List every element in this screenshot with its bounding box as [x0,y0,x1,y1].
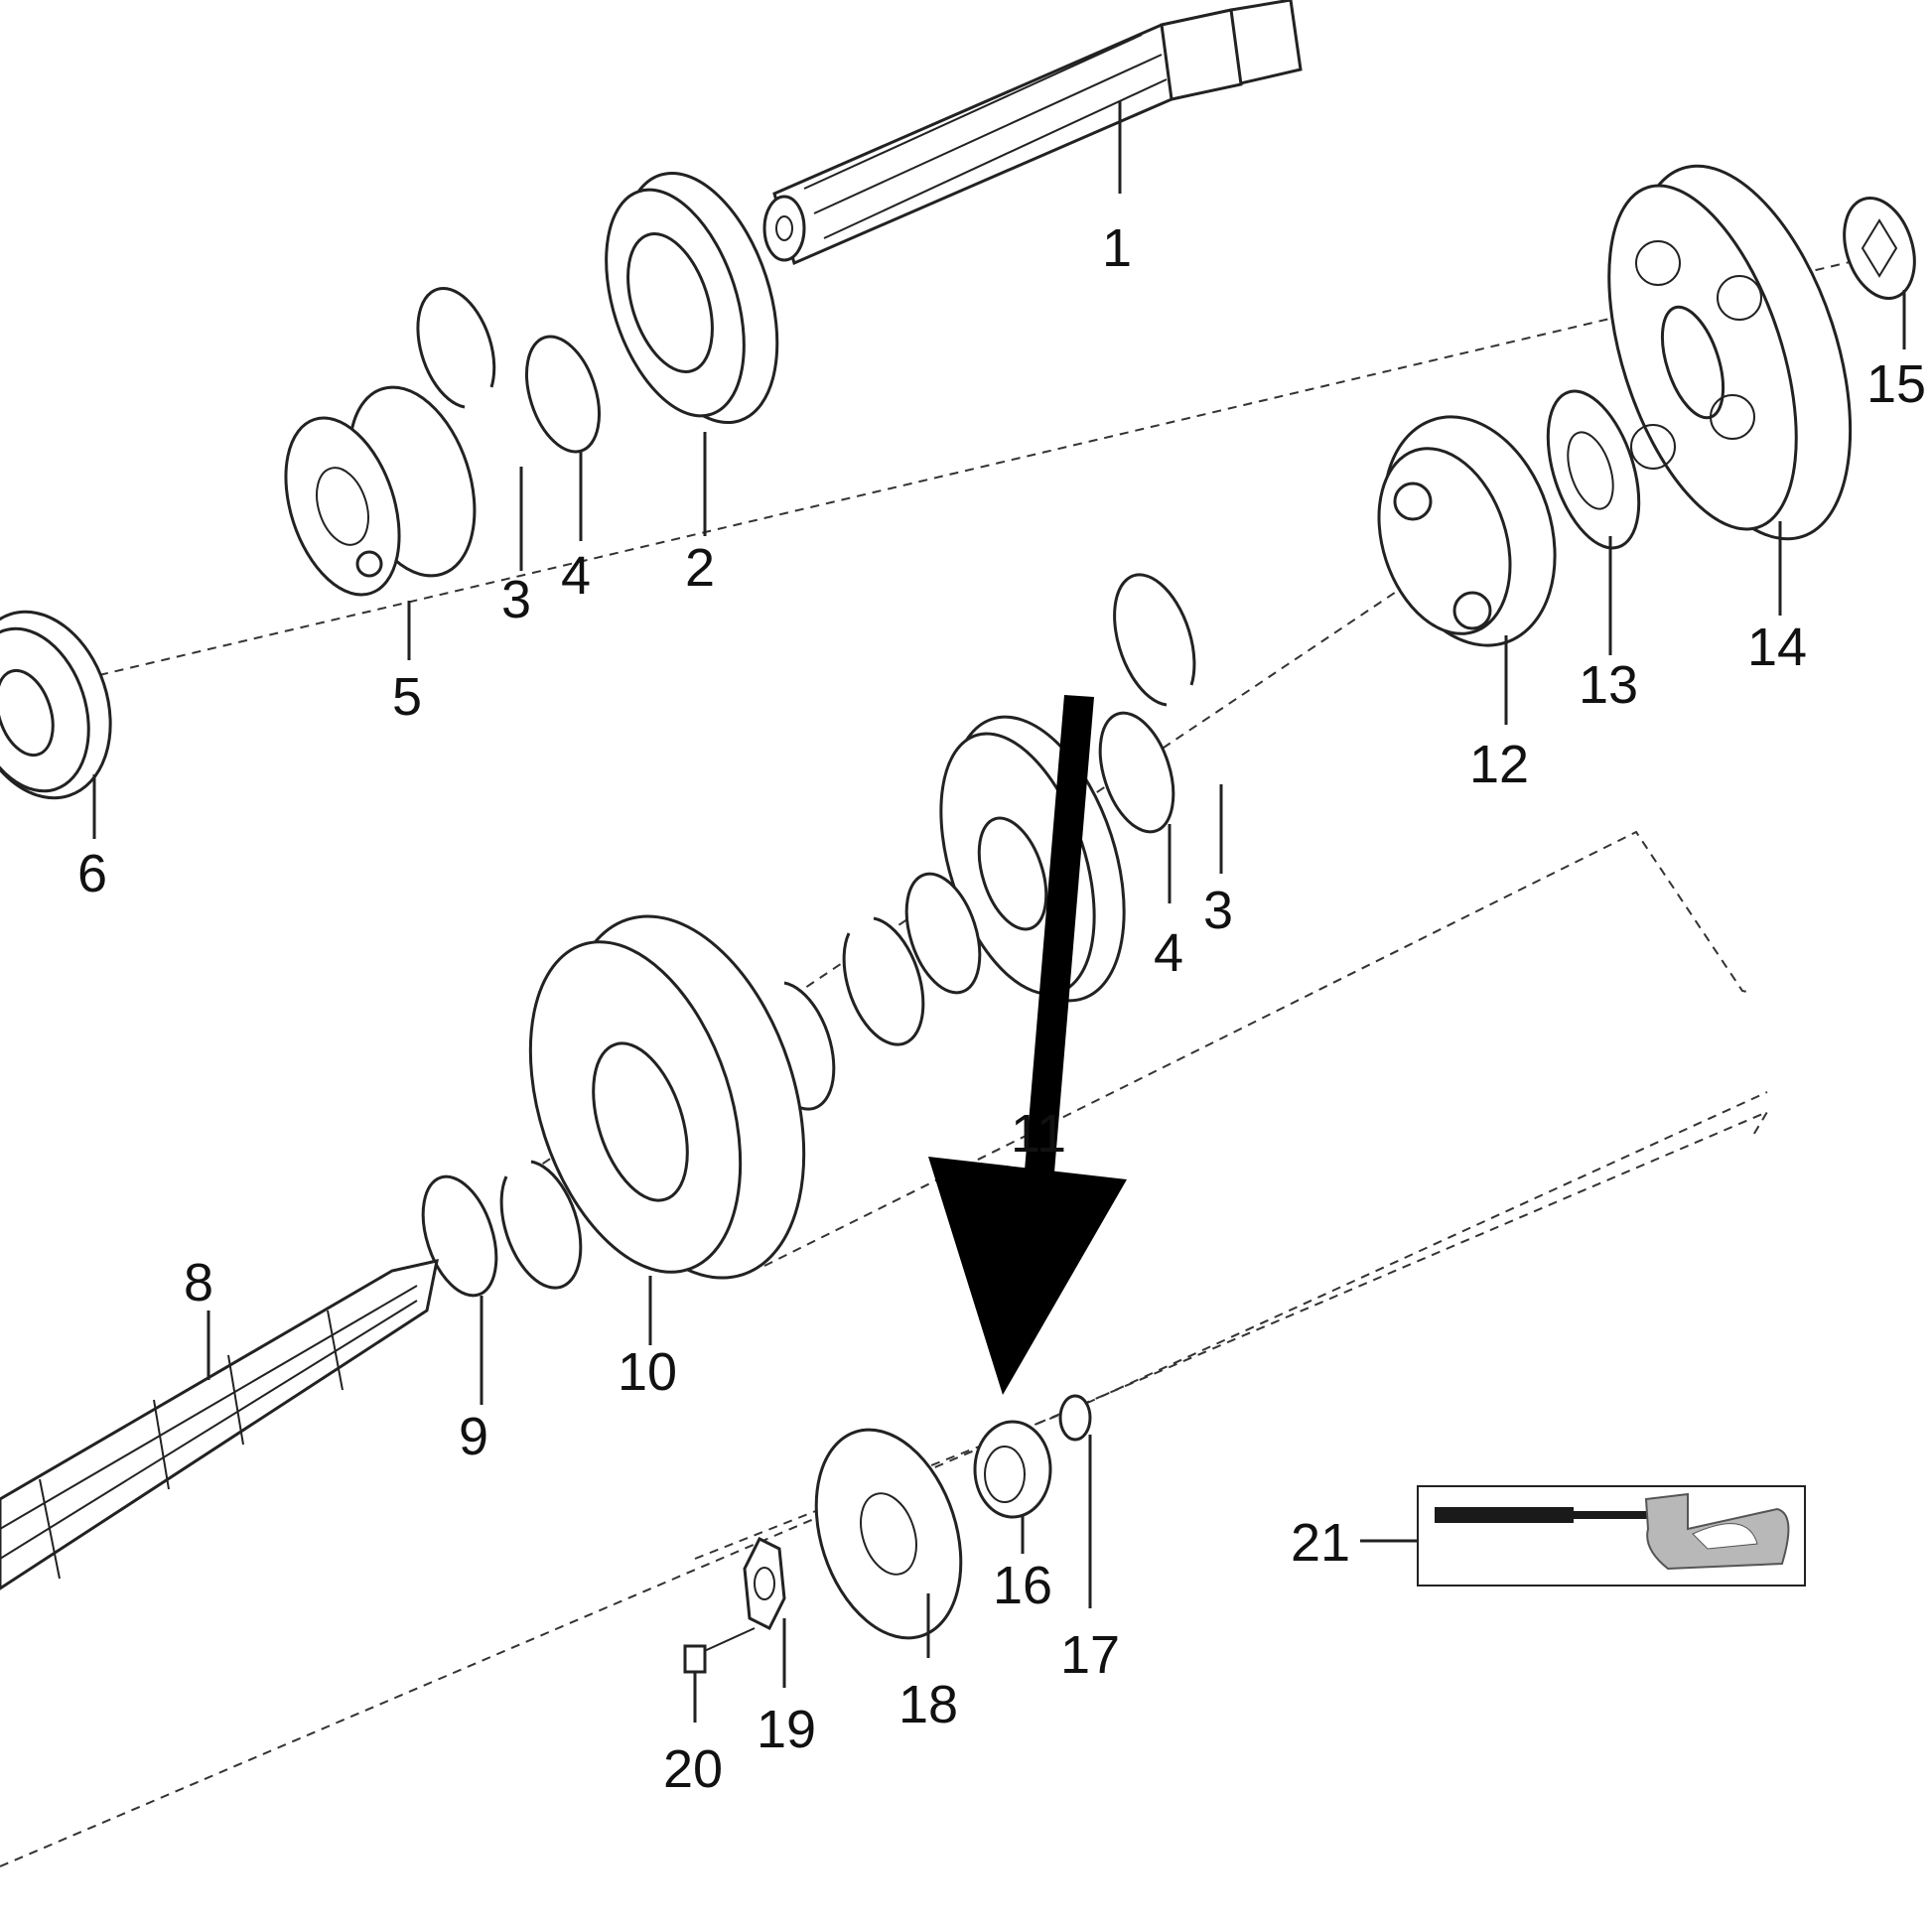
label-part-14: 14 [1747,618,1807,677]
label-part-2: 2 [685,538,715,598]
label-part-11: 11 [1011,1104,1066,1164]
circlip-part-9a [499,1160,583,1290]
sprocket-part-18 [814,1428,963,1640]
label-part-5: 5 [392,667,422,727]
gear-part-12 [1377,415,1557,647]
circlip-part-3-upper [416,286,496,409]
main-shaft-part-1 [762,0,1303,266]
dashed-group-frame [0,830,1770,1867]
washer-part-9 [421,1174,498,1298]
label-part-21: 21 [1291,1513,1350,1573]
label-part-20: 20 [663,1739,723,1799]
bolt-part-20 [683,1627,756,1674]
label-part-8: 8 [184,1253,213,1312]
label-part-9: 9 [459,1407,488,1466]
circlip-part-3-lower [1113,573,1196,707]
label-part-3-lower: 3 [1203,881,1233,940]
gear-part-10 [528,914,806,1280]
arrow-indicator [928,695,1127,1395]
label-part-10: 10 [618,1342,677,1402]
gear-part-14 [1607,164,1853,541]
spacer-part-16 [973,1420,1052,1519]
washer-part-15 [1843,197,1916,300]
label-part-13: 13 [1579,655,1638,715]
lock-plate-part-19 [743,1536,786,1631]
washer-part-4-upper [525,335,601,454]
label-part-17: 17 [1060,1625,1120,1685]
label-part-1: 1 [1102,218,1132,278]
gear-part-6 [0,610,112,800]
label-part-6: 6 [77,844,107,903]
gear-part-5 [284,385,477,597]
washer-middle-a [904,872,982,995]
washer-part-4-lower [1098,711,1175,834]
gear-part-2 [605,171,779,425]
label-part-16: 16 [993,1556,1052,1615]
label-part-18: 18 [898,1675,958,1734]
label-part-12: 12 [1469,735,1529,794]
tool-part-21 [1417,1485,1806,1587]
label-part-19: 19 [757,1700,816,1759]
circlip-middle-a [842,916,925,1046]
o-ring-part-17 [1058,1394,1092,1442]
label-part-4-upper: 4 [561,546,591,606]
label-part-4-lower: 4 [1154,923,1183,983]
countershaft-part-8 [0,1259,439,1590]
label-part-15: 15 [1866,354,1926,414]
bushing-part-13 [1546,389,1641,550]
label-part-3-upper: 3 [501,570,531,629]
